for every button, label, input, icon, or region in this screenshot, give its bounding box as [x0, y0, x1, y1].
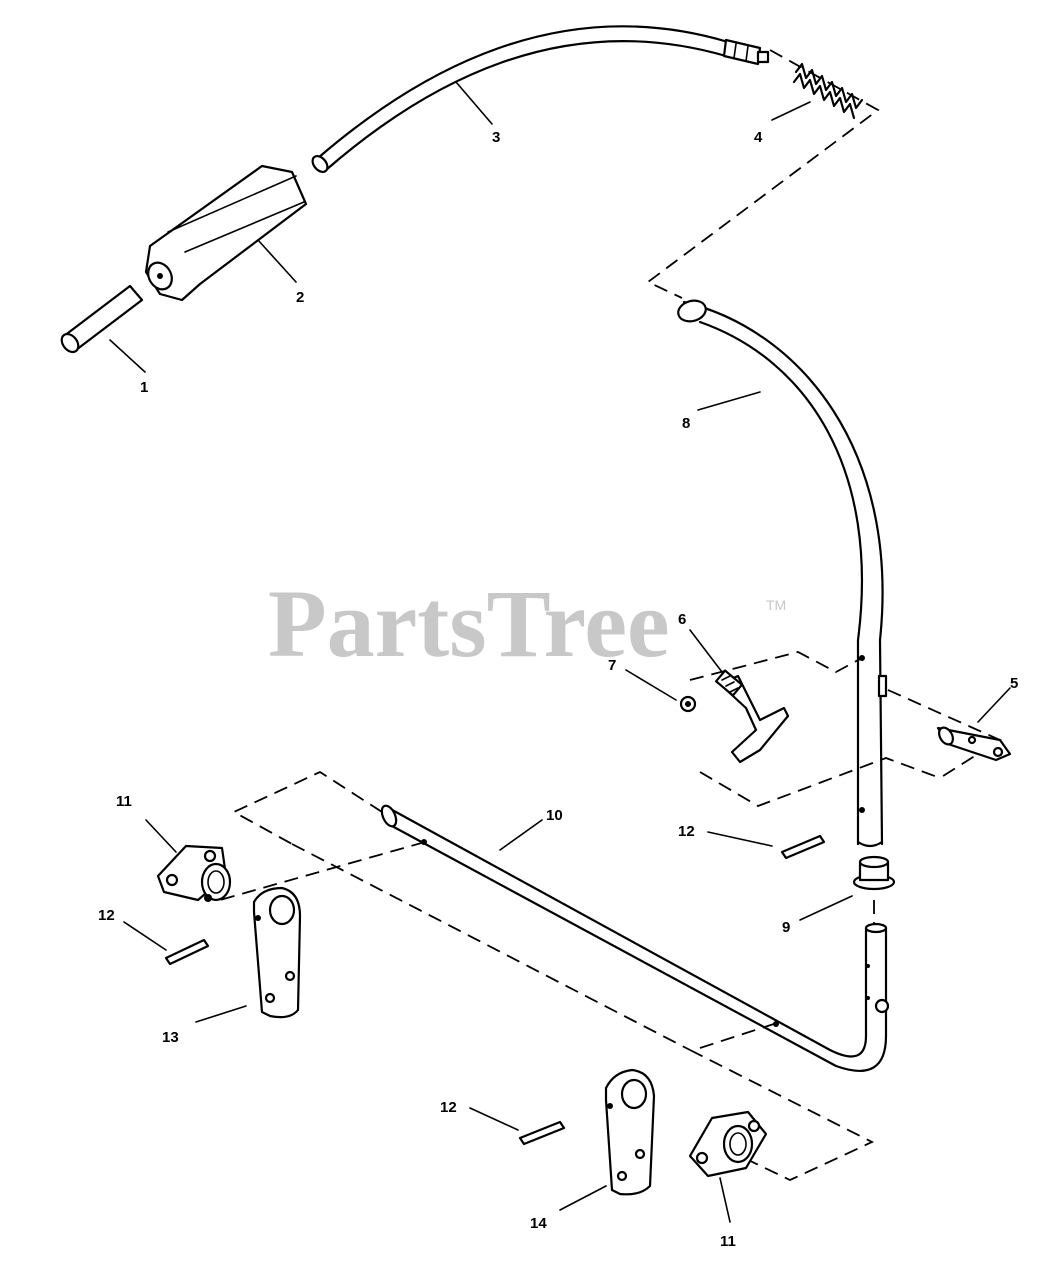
part-flange-bearing-lower: [688, 1110, 768, 1178]
part-handle-tube: [677, 299, 888, 848]
part-roll-pin-lower: [518, 1120, 566, 1146]
callout-3: 3: [492, 129, 500, 146]
callout-12-left: 12: [98, 907, 115, 924]
callout-1: 1: [140, 379, 148, 396]
watermark-text: PartsTree: [268, 570, 670, 677]
callout-2: 2: [296, 289, 304, 306]
part-cable: [311, 25, 770, 173]
callout-11-upper: 11: [116, 793, 132, 810]
part-bracket: [936, 726, 1012, 762]
callout-10: 10: [546, 807, 563, 824]
part-lever-arm-left: [252, 886, 302, 1019]
part-shaft: [380, 804, 890, 1072]
part-clip: [679, 669, 790, 764]
callout-8: 8: [682, 415, 690, 432]
part-roll-pin: [780, 834, 826, 860]
callout-leaders: [109, 81, 1011, 1223]
part-roll-pin-left: [164, 938, 210, 966]
parts-tree-watermark: PartsTree TM: [268, 570, 786, 677]
callout-9: 9: [782, 919, 790, 936]
part-pin: [60, 284, 144, 354]
callout-5: 5: [1010, 675, 1018, 692]
part-bushing: [852, 855, 896, 891]
callout-6: 6: [678, 611, 686, 628]
callout-7: 7: [608, 657, 616, 674]
callout-12-lower: 12: [440, 1099, 457, 1116]
callout-labels: 1 2 3 4 5 6 7 8 9 10 11 11 12 12 12 13 1…: [98, 129, 1018, 1250]
watermark-trademark: TM: [766, 597, 786, 613]
part-lever-arm-right: [604, 1068, 656, 1196]
part-spring: [792, 62, 864, 120]
callout-14: 14: [530, 1215, 547, 1232]
callout-11-lower: 11: [720, 1233, 736, 1250]
callout-4: 4: [754, 129, 763, 146]
callout-13: 13: [162, 1029, 179, 1046]
part-flange-bearing-upper: [156, 844, 232, 902]
part-grip: [144, 164, 308, 302]
callout-12-right: 12: [678, 823, 695, 840]
